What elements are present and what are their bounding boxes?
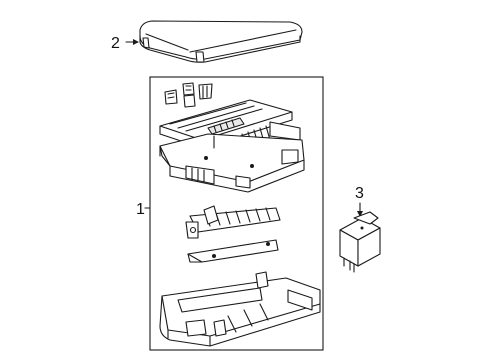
leader-arrow-2: [133, 39, 139, 45]
assembly-frame: [149, 76, 324, 351]
fuse-box-cover[interactable]: [139, 20, 303, 63]
callout-1: 1: [136, 201, 145, 218]
callout-2: 2: [111, 35, 120, 52]
mounting-bracket[interactable]: [187, 239, 279, 263]
lower-tray[interactable]: [159, 271, 321, 347]
leader-arrow-3: [357, 211, 363, 217]
fuse-clips[interactable]: [164, 82, 213, 108]
fuse-block[interactable]: [159, 99, 305, 193]
fuse-strip[interactable]: [185, 205, 281, 239]
callout-3: 3: [355, 185, 364, 202]
relay[interactable]: [339, 211, 381, 273]
